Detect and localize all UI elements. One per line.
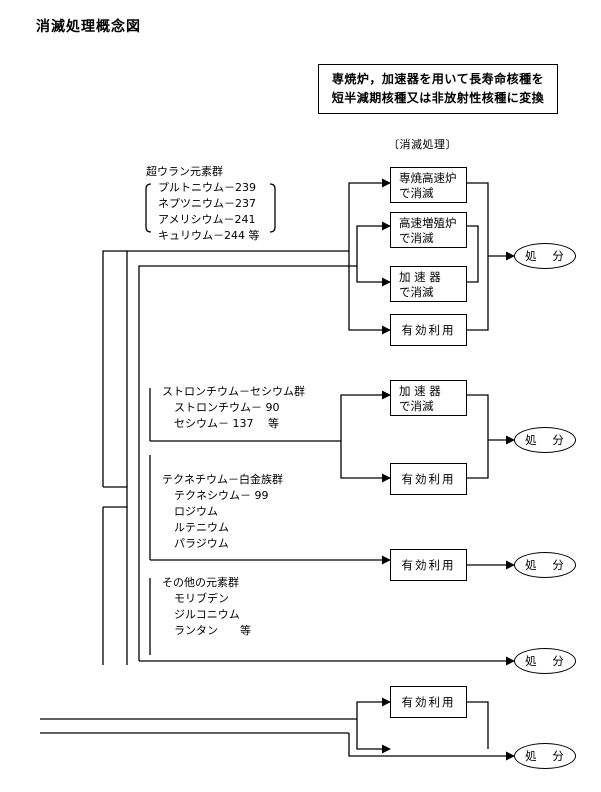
box-line: で消滅 bbox=[399, 186, 434, 200]
box-effective-use-4: 有効利用 bbox=[390, 686, 467, 718]
box-effective-use-3: 有効利用 bbox=[390, 549, 467, 581]
disposal-node-1: 処 分 bbox=[514, 243, 576, 269]
disposal-node-3: 処 分 bbox=[514, 552, 576, 578]
group-other: その他の元素群 モリブデン ジルコニウム ランタン 等 bbox=[162, 575, 251, 639]
group-item: ネプツニウム－237 bbox=[158, 197, 256, 210]
box-fast-burner-reactor: 専焼高速炉 で消滅 bbox=[390, 167, 467, 203]
group-item: ルテニウム bbox=[174, 521, 229, 534]
group-sr-cs: ストロンチウム－セシウム群 ストロンチウム－ 90 セシウム－ 137 等 bbox=[162, 384, 305, 432]
group-item: アメリシウム－241 bbox=[158, 213, 256, 226]
group-transuranic: 超ウラン元素群 プルトニウム－239 ネプツニウム－237 アメリシウム－241… bbox=[146, 164, 260, 244]
box-line: で消滅 bbox=[399, 285, 434, 299]
box-line: 高速増殖炉 bbox=[399, 216, 457, 230]
box-accelerator-1: 加 速 器 で消滅 bbox=[390, 266, 467, 302]
disposal-node-5: 処 分 bbox=[514, 743, 576, 769]
group-item: キュリウム－244 等 bbox=[158, 229, 260, 242]
group-item: モリブデン bbox=[174, 592, 229, 605]
group-item: ジルコニウム bbox=[174, 608, 240, 621]
note-line-1: 専焼炉，加速器を用いて長寿命核種を bbox=[331, 72, 545, 86]
group-head: 超ウラン元素群 bbox=[146, 165, 223, 178]
box-line: 加 速 器 bbox=[399, 384, 441, 398]
group-item: ロジウム bbox=[174, 505, 218, 518]
box-line: で消滅 bbox=[399, 399, 434, 413]
box-line: 専焼高速炉 bbox=[399, 171, 457, 185]
box-fast-breeder-reactor: 高速増殖炉 で消滅 bbox=[390, 212, 467, 248]
page-title: 消滅処理概念図 bbox=[36, 19, 141, 35]
box-accelerator-2: 加 速 器 で消滅 bbox=[390, 380, 467, 416]
box-effective-use-2: 有効利用 bbox=[390, 463, 467, 495]
group-tc-pt: テクネチウム－白金族群 テクネシウム－ 99 ロジウム ルテニウム パラジウム bbox=[162, 472, 283, 552]
group-item: パラジウム bbox=[174, 537, 229, 550]
note-line-2: 短半減期核種又は非放射性核種に変換 bbox=[331, 91, 545, 105]
disposal-node-4: 処 分 bbox=[514, 648, 576, 674]
process-label: 〔消滅処理〕 bbox=[388, 138, 457, 151]
group-item: ストロンチウム－ 90 bbox=[174, 401, 280, 414]
box-line: 加 速 器 bbox=[399, 270, 441, 284]
group-item: プルトニウム－239 bbox=[158, 181, 256, 194]
box-effective-use-1: 有効利用 bbox=[390, 314, 467, 346]
group-head: テクネチウム－白金族群 bbox=[162, 473, 283, 486]
note-box: 専焼炉，加速器を用いて長寿命核種を 短半減期核種又は非放射性核種に変換 bbox=[318, 64, 558, 114]
box-line: で消滅 bbox=[399, 231, 434, 245]
group-head: その他の元素群 bbox=[162, 576, 239, 589]
group-item: ランタン 等 bbox=[174, 624, 251, 637]
disposal-node-2: 処 分 bbox=[514, 427, 576, 453]
group-item: テクネシウム－ 99 bbox=[174, 489, 269, 502]
group-item: セシウム－ 137 等 bbox=[174, 417, 279, 430]
group-head: ストロンチウム－セシウム群 bbox=[162, 385, 305, 398]
